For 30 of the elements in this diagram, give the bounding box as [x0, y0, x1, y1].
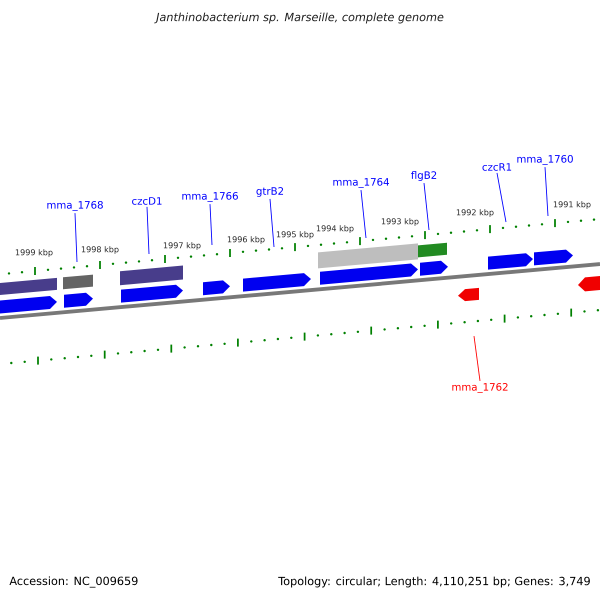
tick-label: 1993 kbp — [382, 218, 419, 226]
leader-line — [496, 172, 506, 222]
leader-line — [544, 166, 548, 216]
leader-line — [210, 204, 212, 246]
leader-line — [474, 336, 480, 382]
leader-line — [74, 212, 78, 262]
tick-label: 1994 kbp — [316, 225, 354, 233]
tick-label: 1999 kbp — [16, 249, 53, 257]
gene-label: flgB2 — [411, 171, 436, 181]
gene-label: czcD1 — [132, 197, 162, 205]
gene-label: mma_1760 — [517, 155, 573, 165]
tick-label: 1991 kbp — [554, 201, 591, 209]
genome-info-text: Topology: circular; Length: 4,110,251 bp; Genes: 3,749 — [278, 576, 590, 588]
leader-line — [424, 182, 430, 230]
gene-label: mma_1762 — [452, 383, 508, 393]
leader-line — [270, 198, 274, 248]
leader-line — [360, 190, 366, 238]
tick-label: 1998 kbp — [82, 246, 119, 254]
tick-label: 1995 kbp — [276, 231, 314, 239]
gene-label: mma_1764 — [333, 178, 389, 188]
leader-line — [146, 206, 150, 254]
tick-label: 1992 kbp — [456, 209, 494, 217]
gene-label: czcR1 — [482, 163, 512, 171]
gene-label: mma_1768 — [47, 201, 103, 211]
gene-label: gtrB2 — [256, 187, 284, 197]
gene-label: mma_1766 — [182, 192, 238, 202]
accession-text: Accession: NC_009659 — [9, 576, 138, 588]
title: Janthinobacterium sp. Marseille, complete genome — [154, 12, 444, 24]
tick-label: 1996 kbp — [228, 236, 265, 244]
tick-label: 1997 kbp — [164, 242, 201, 250]
